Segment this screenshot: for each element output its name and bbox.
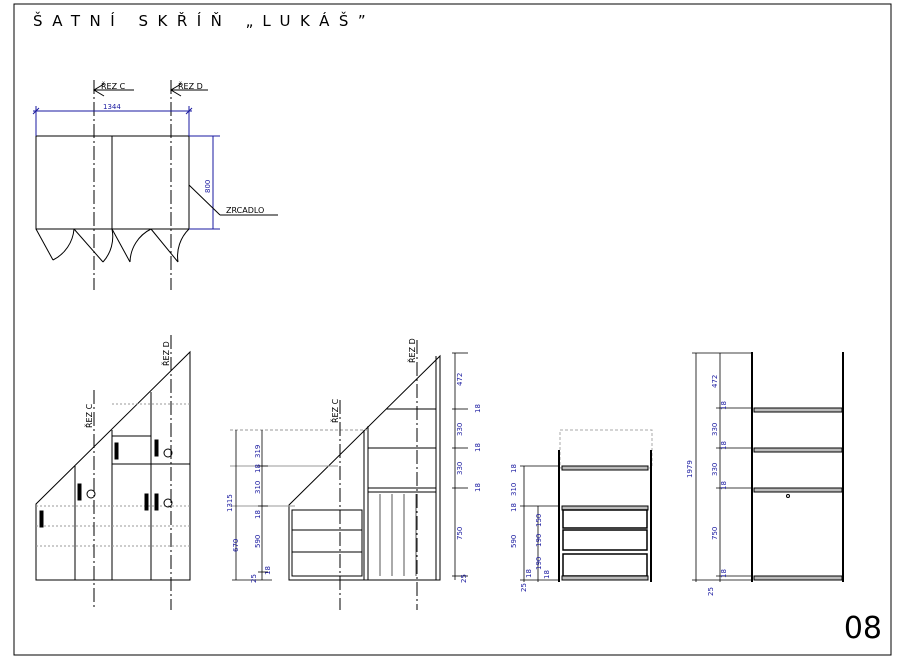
ss-dim-590: 590 (510, 535, 518, 548)
door-swing-1 (35, 228, 75, 261)
sc-section-c-label: ŘEZ C (330, 398, 340, 423)
sc-dim-670: 670 (232, 539, 240, 552)
sc-dim-330b: 330 (456, 462, 464, 475)
sc-dim-r18a: 18 (474, 404, 482, 413)
section-c-dims-left: 319 18 310 18 590 670 25 18 1315 (226, 445, 272, 583)
sheet-border (13, 3, 892, 656)
sd-dim-25: 25 (707, 587, 715, 596)
sd-dim-472: 472 (711, 375, 719, 388)
section-arrow-d (170, 83, 182, 97)
sc-dim-1315: 1315 (226, 494, 234, 512)
sd-dim-18a: 18 (720, 401, 728, 410)
handle-2 (77, 483, 82, 501)
sd-dim-18c: 18 (720, 481, 728, 490)
sd-dim-1979: 1979 (686, 460, 694, 478)
section-arrow-c (93, 83, 105, 97)
sc-dim-330a: 330 (456, 423, 464, 436)
ss-dim-190b: 190 (535, 557, 543, 570)
section-c-dims-right: 472 18 330 18 330 18 750 25 (456, 373, 482, 583)
lock-1 (86, 489, 96, 499)
sc-dim-25: 25 (250, 574, 258, 583)
ss-dim-18c: 18 (525, 569, 533, 578)
front-section-c-label: ŘEZ C (84, 403, 94, 428)
ss-dim-18a: 18 (510, 464, 518, 473)
section-c-outline (288, 354, 441, 581)
handle-6 (154, 493, 159, 511)
sd-dim-330a: 330 (711, 423, 719, 436)
sc-dim-r18b: 18 (474, 443, 482, 452)
lock-3 (163, 498, 173, 508)
section-small-view (520, 429, 653, 582)
sc-dim-18a: 18 (254, 464, 262, 473)
sc-dim-472: 472 (456, 373, 464, 386)
page-title: ŠATNÍ SKŘÍŇ „LUKÁŠ” (33, 12, 376, 30)
sc-dim-r25: 25 (460, 574, 468, 583)
ss-dim-18d: 18 (543, 570, 551, 579)
drawer-2 (291, 529, 363, 553)
plan-section-c-label: ŘEZ C (101, 81, 126, 91)
front-outline (35, 350, 191, 581)
section-d-dims: 472 18 330 18 330 18 750 18 25 1979 (686, 375, 728, 596)
sc-dim-18b: 18 (254, 510, 262, 519)
door-swing-3 (111, 228, 152, 263)
sc-dim-590: 590 (254, 535, 262, 548)
door-swing-2 (73, 228, 114, 263)
handle-4 (144, 493, 149, 511)
ss-dim-18b: 18 (510, 503, 518, 512)
sd-dim-750: 750 (711, 527, 719, 540)
lock-2 (163, 448, 173, 458)
sc-section-d-label: ŘEZ D (407, 338, 417, 363)
drawer-3 (291, 551, 363, 577)
sc-dim-310: 310 (254, 481, 262, 494)
ss-dim-150: 150 (535, 514, 543, 527)
handle-3 (114, 442, 119, 460)
ss-dim-25: 25 (520, 583, 528, 592)
ss-dim-190a: 190 (535, 534, 543, 547)
section-d-view (692, 352, 844, 582)
plan-width-dim: 1344 (103, 103, 121, 111)
front-section-d-label: ŘEZ D (161, 341, 171, 366)
sd-dim-330b: 330 (711, 463, 719, 476)
sc-dim-750: 750 (456, 527, 464, 540)
mirror-label: ZRCADLO (226, 206, 264, 215)
small-top-dashed (559, 429, 653, 469)
section-c-view (230, 340, 468, 610)
ss-dim-310: 310 (510, 483, 518, 496)
plan-depth-dim: 800 (204, 180, 212, 193)
front-view (35, 335, 191, 610)
sd-dim-18b: 18 (720, 441, 728, 450)
sd-dim-18d: 18 (720, 569, 728, 578)
section-small-dims: 18 310 18 150 190 18 190 18 590 25 (510, 464, 551, 592)
page-number: 08 (843, 611, 882, 646)
handle-1 (39, 510, 44, 528)
drawer-1 (291, 509, 363, 531)
sc-dim-18c: 18 (264, 566, 272, 575)
plan-view (32, 80, 278, 290)
sc-dim-319: 319 (254, 445, 262, 458)
sc-dim-r18c: 18 (474, 483, 482, 492)
plan-section-d-label: ŘEZ D (178, 81, 203, 91)
door-swing-4 (150, 228, 190, 263)
handle-5 (154, 439, 159, 457)
